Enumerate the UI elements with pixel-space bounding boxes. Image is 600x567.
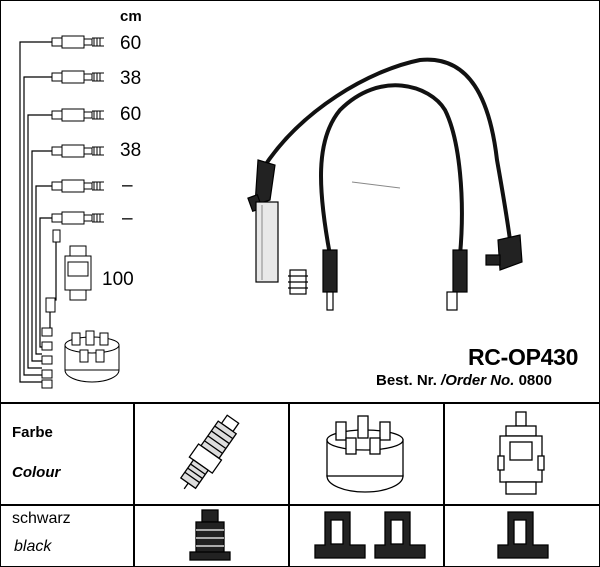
order-label-en: Order No. xyxy=(445,372,515,389)
header-farbe: Farbe xyxy=(12,424,53,441)
length-label-1: 60 xyxy=(120,33,142,54)
color-black: black xyxy=(14,538,52,555)
straight-boot-icon xyxy=(322,249,338,311)
spark-plug-boot-left-icon xyxy=(247,159,308,295)
length-label-3: 60 xyxy=(120,104,142,125)
coil-length-label: 100 xyxy=(102,269,134,290)
length-label-6: – xyxy=(122,208,133,229)
plug-boot-icon xyxy=(189,509,231,561)
table-row-divider xyxy=(0,504,600,506)
order-number-line: Best. Nr. /Order No. 0800 xyxy=(376,372,552,389)
coil-boot-icon xyxy=(497,511,549,559)
length-label-2: 38 xyxy=(120,68,142,89)
distributor-boot-icon xyxy=(314,511,426,559)
order-number: 0800 xyxy=(518,372,552,389)
length-label-5: – xyxy=(122,175,133,196)
coil-schematic-icon xyxy=(45,229,92,313)
part-number: RC-OP430 xyxy=(468,344,579,370)
ignition-coil-icon xyxy=(497,411,545,495)
table-col-divider-2 xyxy=(288,402,290,567)
header-colour: Colour xyxy=(12,464,61,481)
straight-boot-right-icon xyxy=(446,249,468,311)
order-label-de: Best. Nr. xyxy=(376,372,437,389)
table-col-divider-1 xyxy=(133,402,135,567)
distributor-cap-icon xyxy=(326,415,404,493)
length-label-4: 38 xyxy=(120,140,142,161)
length-unit: cm xyxy=(120,8,142,25)
table-col-divider-3 xyxy=(443,402,445,567)
spark-plug-icon xyxy=(179,414,240,490)
order-label-sep: / xyxy=(441,372,446,389)
angled-boot-icon xyxy=(485,234,523,271)
color-schwarz: schwarz xyxy=(12,510,71,527)
table-top-border xyxy=(0,402,600,404)
distributor-schematic-icon xyxy=(41,327,120,389)
